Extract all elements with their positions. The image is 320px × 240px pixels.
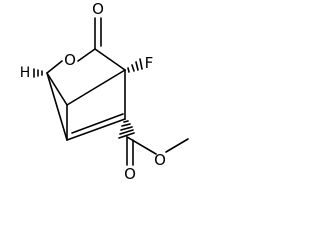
- hash-e-2: [121, 123, 131, 127]
- bond-vinyl-double-a: [66, 118, 126, 141]
- hydrogen-hash-wedge: [33, 68, 43, 78]
- bond-c1-ch2: [46, 72, 68, 106]
- fluorine-hash-wedge: [125, 58, 143, 73]
- ester-carbonyl-oxygen-label: O: [124, 165, 136, 183]
- molecule-structure: O O F O O H: [20, 0, 189, 183]
- hash-f-3: [135, 61, 139, 71]
- fluorine-label: F: [145, 54, 154, 72]
- hash-f-2: [131, 64, 135, 72]
- hash-e-1: [123, 120, 129, 123]
- bond-c1-vinyl: [46, 72, 68, 141]
- bond-vinyl-double-b: [71, 113, 124, 134]
- lactone-carbonyl: [94, 17, 102, 50]
- bond-c1-o2: [46, 60, 63, 74]
- lactone-carbonyl-oxygen-label: O: [92, 0, 104, 18]
- bond-ch2-c4: [66, 69, 126, 106]
- hash-f-4: [139, 58, 143, 70]
- bond-ester-o-methyl: [165, 138, 189, 153]
- ester-hash-wedge: [118, 120, 135, 139]
- hash-e-4: [119, 129, 134, 135]
- hash-e-3: [120, 126, 133, 131]
- bond-o2-c3: [77, 48, 96, 62]
- ester-group: [126, 136, 189, 166]
- bond-c3-c4: [94, 48, 126, 71]
- ester-ether-oxygen-label: O: [154, 151, 166, 169]
- bicyclic-skeleton: [46, 48, 126, 141]
- bond-c-ester-carbon: [126, 136, 157, 155]
- hash-f-1: [127, 67, 130, 73]
- hash-e-5: [118, 132, 135, 139]
- ring-oxygen-label: O: [64, 51, 76, 69]
- bridgehead-hydrogen-label: H: [20, 65, 31, 81]
